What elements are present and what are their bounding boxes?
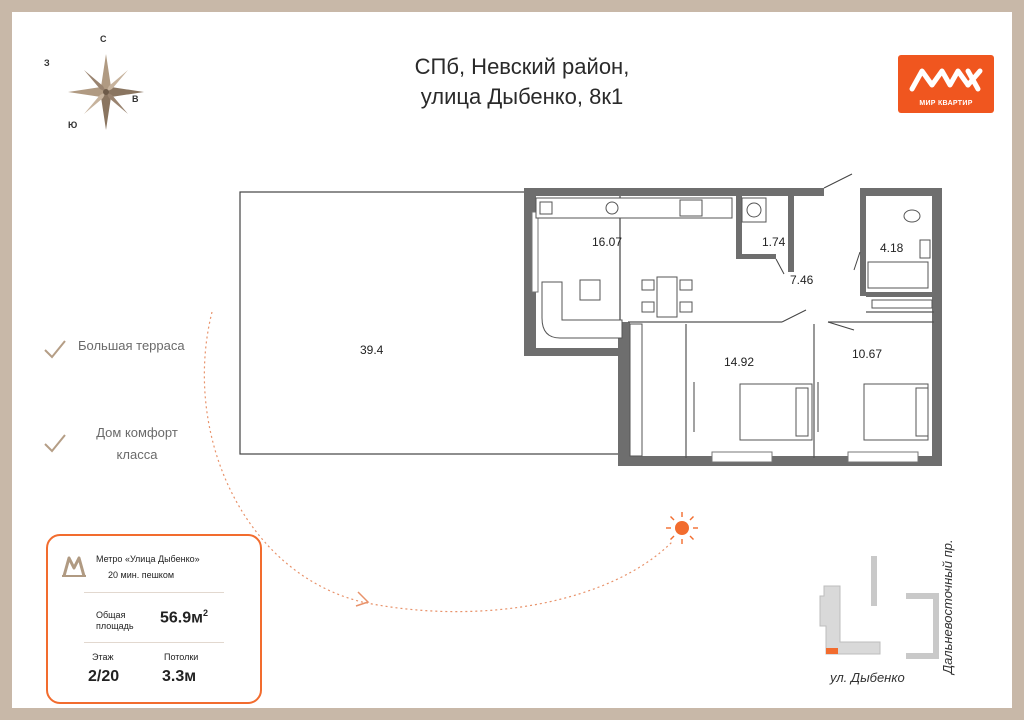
total-area-number: 56.9м [160,609,203,627]
storage-area-label: 1.74 [762,235,786,249]
compass-rose-icon [68,54,144,130]
compass-east: В [132,94,139,104]
apartment-info-card: Метро «Улица Дыбенко» 20 мин. пешком Общ… [46,534,262,704]
metro-icon [62,556,86,577]
brand-logo: МИР КВАРТИР [898,55,994,113]
bedroom2-area-label: 10.67 [852,347,882,361]
ceiling-label: Потолки [164,652,199,662]
brand-logo-text: МИР КВАРТИР [919,100,973,107]
feature-terrace: Большая терраса [78,338,185,353]
terrace-area-label: 39.4 [360,343,384,357]
compass-south: Ю [68,120,78,130]
card-divider [84,592,224,593]
street-dalnevostochny: Дальневосточный пр. [940,539,955,674]
compass-west: З [44,58,50,68]
metro-station: Метро «Улица Дыбенко» [96,554,200,564]
address-line-1: СПб, Невский район, [414,54,630,79]
kitchen-area-label: 16.07 [592,235,622,249]
floor-value: 2/20 [88,668,120,685]
brand-logo-mark-icon [909,68,983,92]
metro-walk-time: 20 мин. пешком [108,570,175,580]
feature-comfort-class: Дом комфорт класса [84,422,190,466]
site-map [819,556,939,659]
bedroom1-area-label: 14.92 [724,355,754,369]
sun-path-diagram [203,311,673,613]
floor-label: Этаж [92,652,114,662]
address-title: СПб, Невский район, улица Дыбенко, 8к1 [372,52,672,112]
feature-comfort-line-2: класса [116,447,158,462]
check-icon [44,340,66,359]
total-area-label-2: площадь [96,621,134,631]
hall-area-label: 7.46 [790,273,814,287]
sun-icon [666,512,698,544]
total-area-label-1: Общая [96,610,126,620]
total-area-unit: 2 [202,608,208,618]
street-dybenko: ул. Дыбенко [830,670,905,685]
floor-plan: 39.4 16.07 1.74 7.46 4.18 14.92 10.67 [239,173,942,466]
bathroom-area-label: 4.18 [880,241,904,255]
building-marker [826,648,838,654]
compass-north: С [100,34,107,44]
card-divider [84,642,224,643]
plan-sheet: С З В Ю СПб, Невский район, улица Дыбенк… [12,12,1012,708]
total-area-value: 56.9м2 [160,608,208,627]
ceiling-value: 3.3м [162,668,197,685]
feature-comfort-line-1: Дом комфорт [96,425,178,440]
check-icon [44,434,66,453]
address-line-2: улица Дыбенко, 8к1 [420,84,624,109]
